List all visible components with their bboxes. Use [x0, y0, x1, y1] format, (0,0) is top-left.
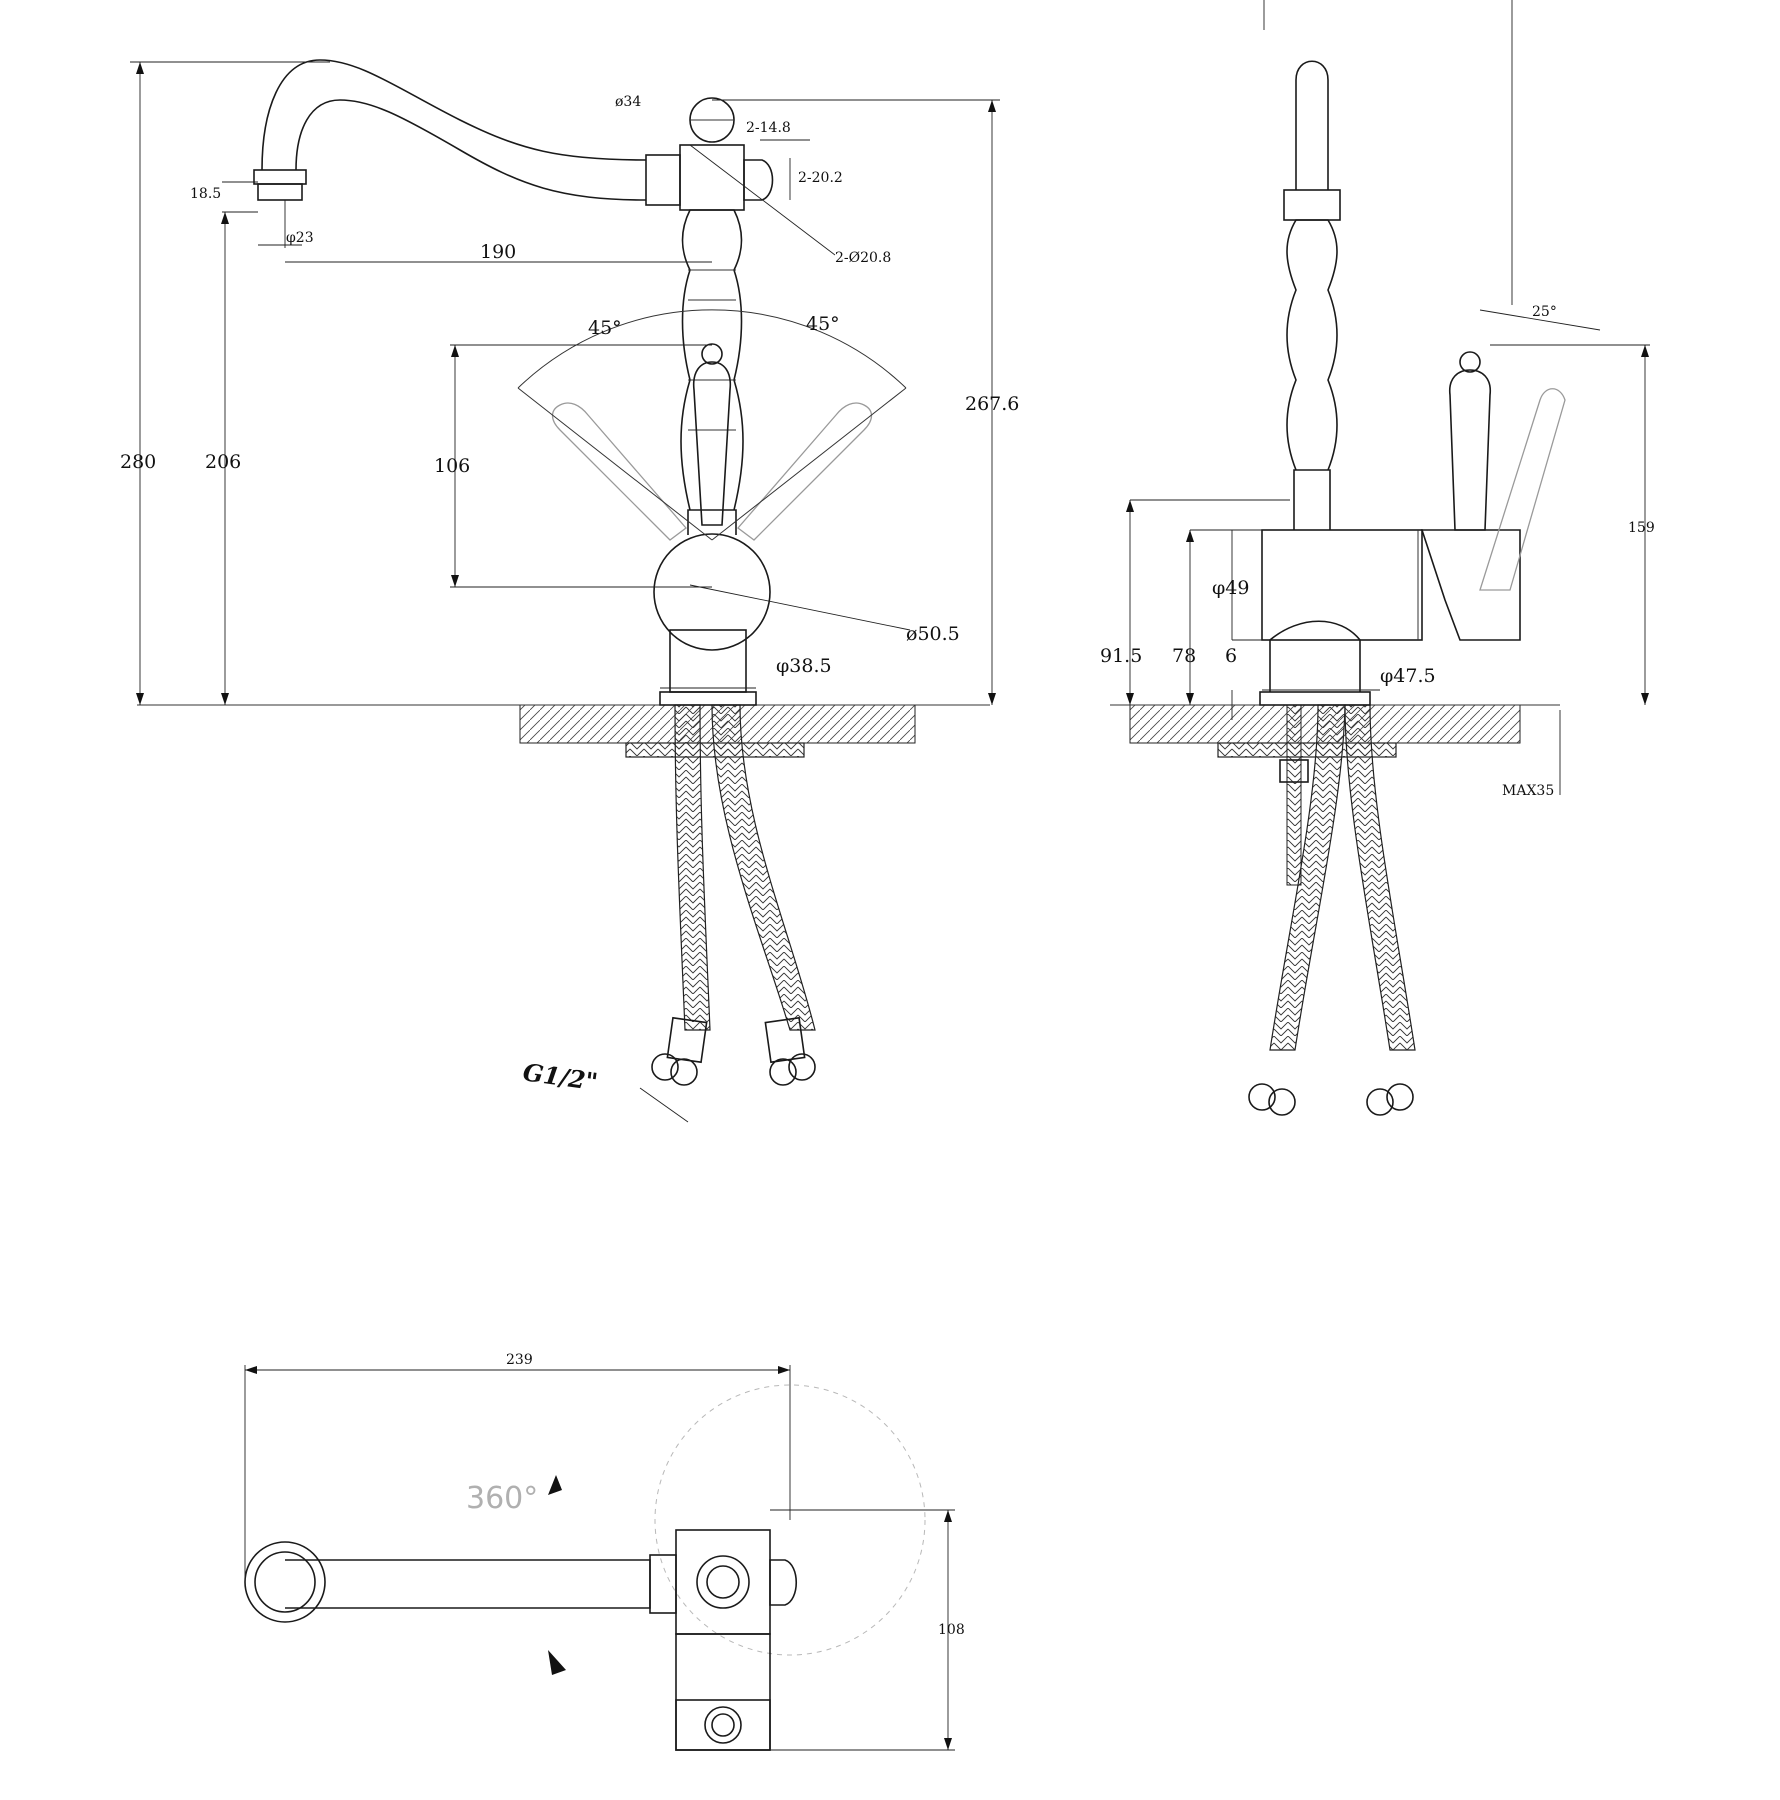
- lever-handle: [692, 361, 732, 526]
- dim-side-knob-width: 2-14.8: [746, 120, 791, 136]
- swing-arc: [517, 309, 907, 389]
- lever-hub-side: [1420, 529, 1521, 641]
- side-knob: [743, 159, 774, 201]
- head-block: [679, 144, 745, 211]
- lever-ghost-left: [551, 402, 687, 541]
- lever-block-top: [675, 1633, 771, 1751]
- dim-total-height: 280: [120, 451, 156, 473]
- dim-top-length: 239: [506, 1352, 533, 1368]
- dim-height-91-5: 91.5: [1100, 645, 1142, 667]
- hose-side-b: [1344, 704, 1416, 1051]
- hose-nut-left: [666, 1016, 708, 1064]
- ball-body: [653, 533, 771, 651]
- front-view: ø34 2-14.8 2-20.2 2-Ø20.8 18.5 φ23 190 4…: [120, 59, 1019, 1123]
- dim-spout-reach: 190: [480, 241, 516, 263]
- dim-side-knob-height: 2-20.2: [798, 170, 843, 186]
- lever-plan: [704, 1706, 742, 1744]
- column-side: [1286, 219, 1338, 471]
- dim-height-78: 78: [1172, 645, 1196, 667]
- thread-spec: G1/2": [521, 1057, 599, 1096]
- dim-body-height: 267.6: [965, 393, 1019, 415]
- rotation-circle: [654, 1384, 926, 1656]
- column-neck: [687, 509, 737, 535]
- ribbed-column: [680, 209, 744, 511]
- hose-nut-right: [764, 1016, 806, 1064]
- base-column-side: [1269, 620, 1361, 692]
- dim-height-6: 6: [1225, 645, 1237, 667]
- side-dimensions: [1126, 309, 1650, 795]
- hose-fitting-right-b: [788, 1053, 816, 1081]
- front-dimensions: [130, 61, 1000, 1123]
- aerator-ring: [253, 169, 307, 185]
- hose-fitting-left-b: [670, 1058, 698, 1086]
- hose-fitting-right: [769, 1058, 797, 1086]
- side-knob-top: [769, 1559, 797, 1606]
- base-column: [669, 629, 747, 693]
- dim-handle-height: 106: [434, 455, 470, 477]
- head-top: [675, 1529, 771, 1635]
- base-flange-side: [1259, 691, 1371, 706]
- dim-top-knob-diameter: ø34: [615, 94, 641, 110]
- dim-side-knob-diameter: 2-Ø20.8: [835, 250, 891, 266]
- spout-top: [285, 1559, 651, 1609]
- top-view: 239 108 360°: [244, 1352, 965, 1751]
- base-flange: [659, 691, 757, 706]
- rod-nut: [1279, 759, 1309, 783]
- hose-side-a: [1269, 704, 1346, 1051]
- lever-ghost-right: [737, 402, 873, 541]
- top-knob-plan: [696, 1555, 750, 1609]
- spout-collar: [645, 154, 681, 206]
- aerator: [257, 183, 303, 201]
- dim-lever-height: 159: [1628, 520, 1655, 536]
- dim-tilt-angle: 25°: [1532, 304, 1557, 320]
- threaded-rod: [1286, 704, 1302, 886]
- rotation-arrow-bottom: [548, 1650, 566, 1675]
- dim-spout-height: 206: [205, 451, 241, 473]
- dim-base-diameter: φ38.5: [776, 655, 832, 677]
- hose-right: [711, 704, 816, 1031]
- lever-knob: [701, 343, 723, 365]
- dim-angle-right: 45°: [806, 313, 840, 335]
- dim-max-deck: MAX35: [1502, 783, 1554, 799]
- dim-aerator-diameter: φ23: [286, 230, 314, 246]
- rotation-label: 360°: [466, 1481, 538, 1516]
- dim-aerator-height: 18.5: [190, 186, 221, 202]
- lever-side: [1448, 369, 1492, 531]
- dim-top-width: 108: [938, 1622, 965, 1638]
- dim-base-diameter-side: φ47.5: [1380, 665, 1436, 687]
- spout-side: [1295, 60, 1329, 190]
- aerator-top-outer: [244, 1541, 326, 1623]
- lever-side-ghost: [1479, 388, 1566, 591]
- dim-body-diameter: φ49: [1212, 577, 1249, 599]
- spout: [261, 59, 647, 201]
- dim-ball-diameter: ø50.5: [906, 623, 960, 645]
- side-view: 25° 159 φ49 91.5 78 6 φ47.5 MAX35: [1100, 0, 1655, 1116]
- valve-body-side: [1261, 529, 1423, 641]
- hose-left: [674, 704, 711, 1031]
- aerator-top-inner: [254, 1551, 316, 1613]
- dim-angle-left: 45°: [588, 317, 622, 339]
- hose-fitting-left: [651, 1053, 679, 1081]
- rotation-arrow-top: [548, 1475, 562, 1495]
